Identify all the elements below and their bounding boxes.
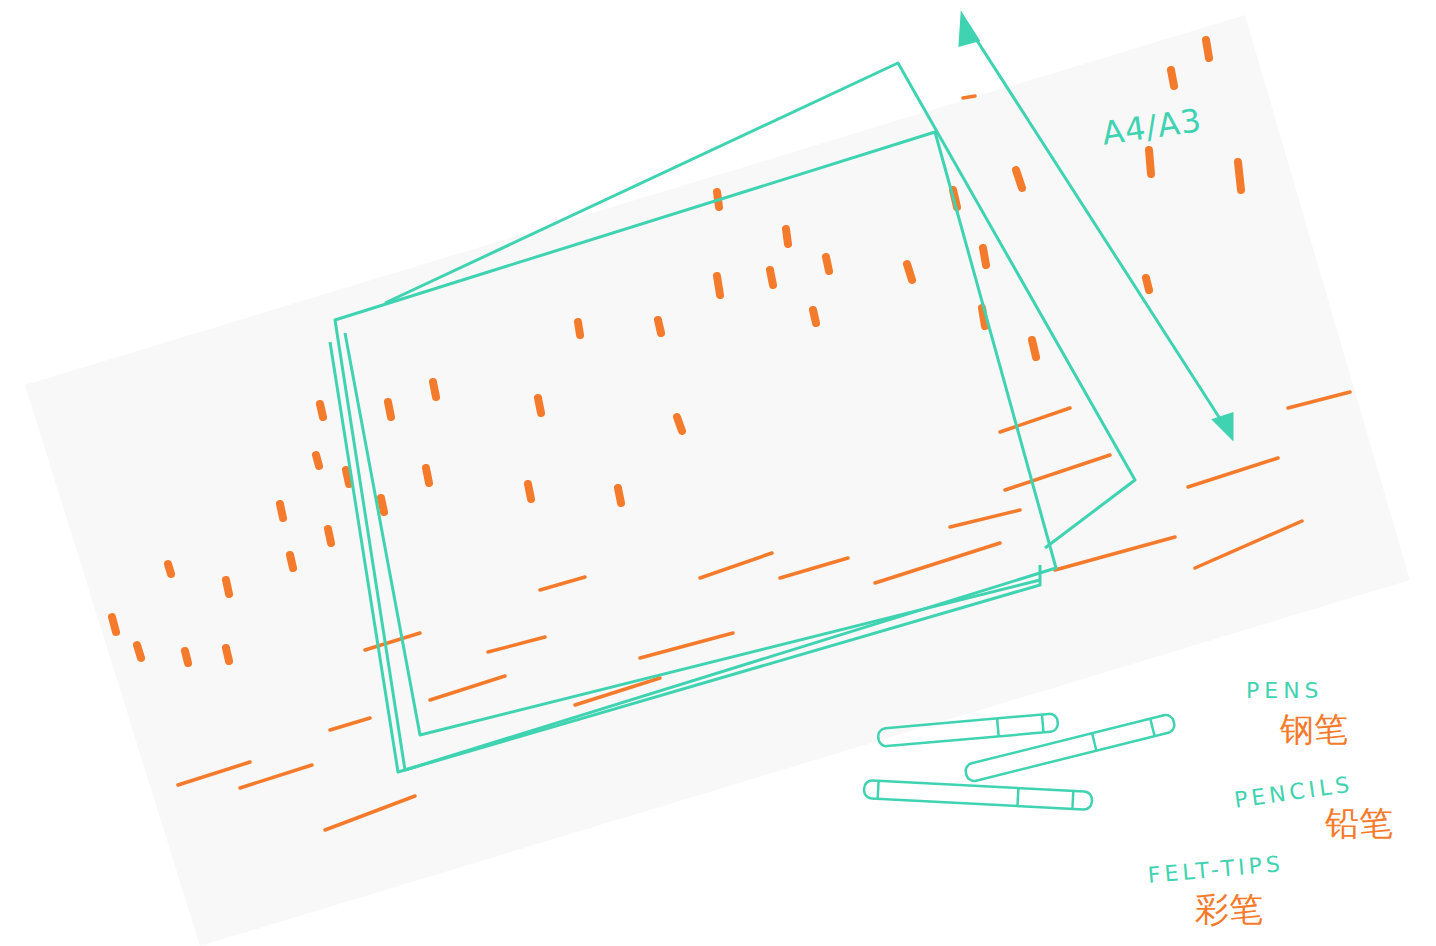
pen-drawing xyxy=(964,713,1176,782)
paper-sheet xyxy=(330,342,1040,772)
text-label: PENS xyxy=(1246,680,1324,702)
paper-sheet xyxy=(335,132,1056,770)
text-label: 彩笔 xyxy=(1195,892,1263,926)
table-surface xyxy=(25,15,1410,946)
text-label: 铅笔 xyxy=(1325,806,1393,840)
text-label: FELT-TIPS xyxy=(1147,853,1285,887)
table-dots xyxy=(112,40,1241,663)
text-label: 钢笔 xyxy=(1280,712,1348,746)
paper-sheet xyxy=(345,333,1040,735)
paper-sheets xyxy=(330,63,1135,772)
dimension-line xyxy=(967,25,1226,428)
arrow-head xyxy=(960,15,978,45)
table-grain xyxy=(178,96,1350,830)
arrow-head xyxy=(1214,414,1232,438)
paper-sheet xyxy=(385,63,1135,548)
dimension-arrow xyxy=(960,15,1232,438)
pen-drawing xyxy=(864,780,1093,810)
pen-drawing xyxy=(878,713,1059,747)
pens xyxy=(864,713,1176,810)
